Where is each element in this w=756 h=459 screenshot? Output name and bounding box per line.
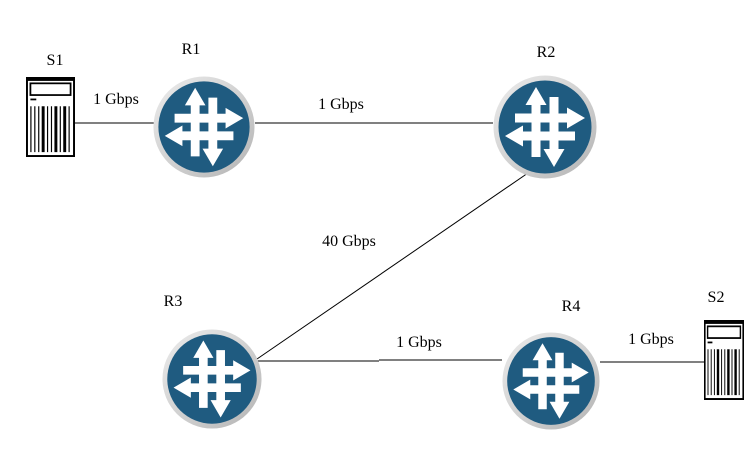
node-label-r4: R4 [562, 298, 581, 315]
router-r2-icon [493, 75, 597, 179]
node-label-s1: S1 [47, 52, 64, 69]
link-labels-layer: 1 Gbps 1 Gbps 40 Gbps 1 Gbps 1 Gbps [93, 91, 674, 351]
router-r1-icon [153, 76, 255, 178]
server-s1-icon [26, 77, 75, 157]
server-s2-icon [704, 320, 744, 400]
link-label-r1-r2: 1 Gbps [318, 96, 364, 113]
links-layer [75, 122, 704, 363]
link-label-r3-r4: 1 Gbps [396, 334, 442, 351]
nodes-layer [26, 75, 744, 430]
router-r4-icon [502, 332, 600, 430]
link-label-r4-s2: 1 Gbps [628, 331, 674, 348]
link-r2-r3 [256, 172, 529, 360]
node-label-r3: R3 [164, 293, 183, 310]
link-label-r2-r3: 40 Gbps [322, 233, 376, 250]
node-labels-layer: S1 R1 R2 R3 R4 S2 [47, 41, 725, 315]
node-label-s2: S2 [708, 289, 725, 306]
link-label-s1-r1: 1 Gbps [93, 91, 139, 108]
node-label-r2: R2 [537, 44, 556, 61]
router-r3-icon [162, 329, 262, 429]
node-label-r1: R1 [182, 41, 201, 58]
